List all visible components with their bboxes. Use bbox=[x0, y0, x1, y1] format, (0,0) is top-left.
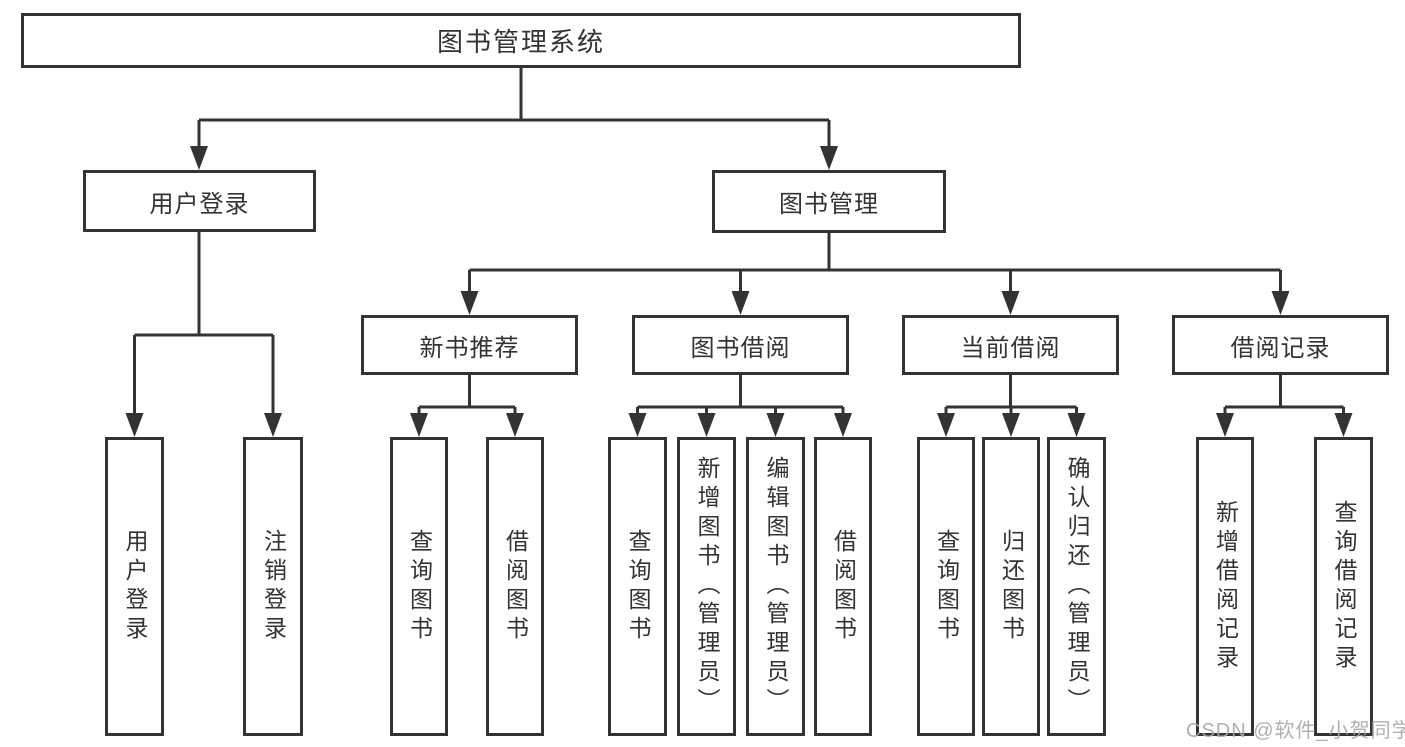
leaf-records-add-record-label: 新增借阅记录 bbox=[1212, 499, 1239, 674]
leaf-user-login: 用户登录 bbox=[105, 437, 164, 736]
leaf-borrow-add-books-admin: 新增图书（管理员） bbox=[677, 437, 736, 736]
node-root: 图书管理系统 bbox=[21, 13, 1021, 68]
connector-borrow-records-children bbox=[1216, 375, 1353, 437]
leaf-current-return-books-label: 归还图书 bbox=[998, 528, 1025, 645]
leaf-borrow-query-books-label: 查询图书 bbox=[625, 528, 651, 645]
node-new-book-recommend: 新书推荐 bbox=[361, 315, 578, 375]
connector-book-borrow-children bbox=[628, 375, 852, 437]
connector-book-management-children bbox=[460, 233, 1290, 315]
connector-user-login-children bbox=[125, 232, 282, 437]
leaf-records-add-record: 新增借阅记录 bbox=[1196, 437, 1254, 736]
leaf-logout-login-label: 注销登录 bbox=[260, 528, 287, 645]
leaf-current-confirm-return-admin: 确认归还（管理员） bbox=[1047, 437, 1106, 736]
node-user-login: 用户登录 bbox=[83, 170, 316, 232]
connector-current-borrow-children bbox=[937, 375, 1086, 437]
leaf-current-confirm-return-admin-label: 确认归还（管理员） bbox=[1064, 456, 1090, 717]
node-current-borrow: 当前借阅 bbox=[902, 315, 1119, 375]
leaf-current-query-books-label: 查询图书 bbox=[933, 528, 960, 645]
leaf-current-query-books: 查询图书 bbox=[917, 437, 975, 736]
leaf-current-return-books: 归还图书 bbox=[982, 437, 1040, 736]
leaf-borrow-add-books-admin-label: 新增图书（管理员） bbox=[694, 456, 720, 717]
leaf-records-query-record: 查询借阅记录 bbox=[1314, 437, 1373, 736]
connector-new-book-recommend-children bbox=[410, 375, 524, 437]
leaf-newbook-query-books: 查询图书 bbox=[390, 437, 448, 736]
leaf-records-query-record-label: 查询借阅记录 bbox=[1331, 499, 1357, 674]
leaf-newbook-borrow-books-label: 借阅图书 bbox=[502, 528, 529, 645]
leaf-borrow-query-books: 查询图书 bbox=[608, 437, 667, 736]
csdn-watermark: CSDN @软件_小贺同学 bbox=[1186, 720, 1405, 742]
leaf-user-login-label: 用户登录 bbox=[122, 528, 148, 645]
node-borrow-records: 借阅记录 bbox=[1172, 315, 1389, 375]
node-book-borrow: 图书借阅 bbox=[632, 315, 849, 375]
connector-root-to-level2 bbox=[190, 68, 838, 170]
leaf-borrow-edit-books-admin-label: 编辑图书（管理员） bbox=[763, 456, 789, 717]
leaf-borrow-borrow-books-label: 借阅图书 bbox=[830, 528, 857, 645]
leaf-borrow-edit-books-admin: 编辑图书（管理员） bbox=[746, 437, 805, 736]
leaf-logout-login: 注销登录 bbox=[243, 437, 303, 736]
leaf-newbook-borrow-books: 借阅图书 bbox=[486, 437, 544, 736]
leaf-borrow-borrow-books: 借阅图书 bbox=[814, 437, 872, 736]
leaf-newbook-query-books-label: 查询图书 bbox=[406, 528, 433, 645]
node-book-management: 图书管理 bbox=[712, 170, 946, 233]
